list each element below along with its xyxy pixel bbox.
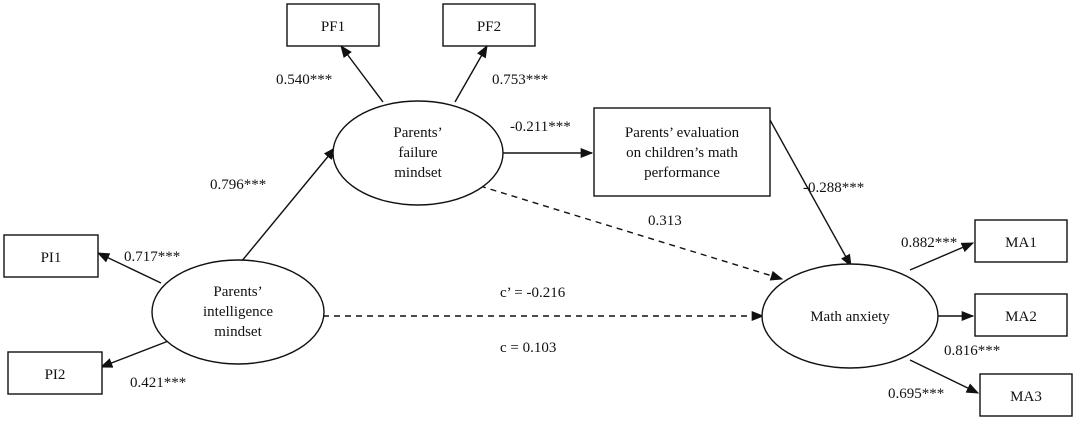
- arrow-failure-to-pf2: [454, 44, 488, 103]
- coef-pi2-loading: 0.421***: [130, 375, 186, 391]
- node-failure-label-line-2: failure: [398, 145, 437, 161]
- coef-direct-effect: c’ = -0.216: [500, 285, 566, 301]
- node-anxiety-label: Math anxiety: [810, 309, 890, 325]
- coef-ma3-loading: 0.695***: [888, 386, 944, 402]
- node-failure-label-line-3: mindset: [394, 165, 442, 181]
- coef-failure-to-anxiety: 0.313: [648, 213, 682, 229]
- node-intelligence-label-line-2: intelligence: [203, 304, 273, 320]
- node-pi1-label: PI1: [41, 250, 62, 266]
- node-ma1-label: MA1: [1005, 235, 1037, 251]
- node-pf2: PF2: [442, 3, 536, 47]
- coef-pf2-loading: 0.753***: [492, 72, 548, 88]
- node-intelligence-mindset: Parents’ intelligence mindset: [151, 259, 325, 365]
- node-failure-mindset: Parents’ failure mindset: [332, 100, 504, 206]
- coef-pf1-loading: 0.540***: [276, 72, 332, 88]
- node-pf1: PF1: [286, 3, 380, 47]
- node-pi2: PI2: [7, 351, 103, 395]
- arrow-failure-to-anxiety: [479, 185, 784, 281]
- arrow-failure-to-pf1: [340, 44, 384, 103]
- coef-pi1-loading: 0.717***: [124, 249, 180, 265]
- node-pi2-label: PI2: [45, 367, 66, 383]
- arrow-anxiety-to-ma1: [909, 242, 975, 271]
- node-pf1-label: PF1: [321, 19, 345, 35]
- node-intelligence-label-line-3: mindset: [214, 324, 262, 340]
- node-pf2-label: PF2: [477, 19, 501, 35]
- node-evaluation-label-line-3: performance: [644, 165, 720, 181]
- node-ma1: MA1: [974, 219, 1068, 263]
- coef-ma1-loading: 0.882***: [901, 235, 957, 251]
- arrow-anxiety-to-ma3: [909, 359, 980, 394]
- node-failure-label-line-1: Parents’: [393, 125, 442, 141]
- coef-failure-to-evaluation: -0.211***: [510, 119, 571, 135]
- node-ma2: MA2: [974, 293, 1068, 337]
- arrow-intelligence-to-pi1: [96, 252, 162, 284]
- node-evaluation-label-line-1: Parents’ evaluation: [625, 125, 740, 141]
- node-ma3: MA3: [979, 373, 1073, 417]
- coef-intelligence-to-failure: 0.796***: [210, 177, 266, 193]
- node-ma2-label: MA2: [1005, 309, 1037, 325]
- node-ma3-label: MA3: [1010, 389, 1042, 405]
- coef-total-effect: c = 0.103: [500, 340, 556, 356]
- coef-ma2-loading: 0.816***: [944, 343, 1000, 359]
- coef-evaluation-to-anxiety: -0.288***: [803, 180, 864, 196]
- node-intelligence-label-line-1: Parents’: [213, 284, 262, 300]
- node-evaluation-label-line-2: on children’s math: [626, 145, 738, 161]
- node-parents-evaluation: Parents’ evaluation on children’s math p…: [593, 107, 771, 197]
- arrow-intelligence-to-failure: [240, 147, 336, 263]
- arrow-evaluation-to-anxiety: [769, 119, 852, 268]
- arrow-intelligence-to-pi2: [99, 339, 172, 368]
- node-math-anxiety: Math anxiety: [761, 263, 939, 369]
- node-pi1: PI1: [3, 234, 99, 278]
